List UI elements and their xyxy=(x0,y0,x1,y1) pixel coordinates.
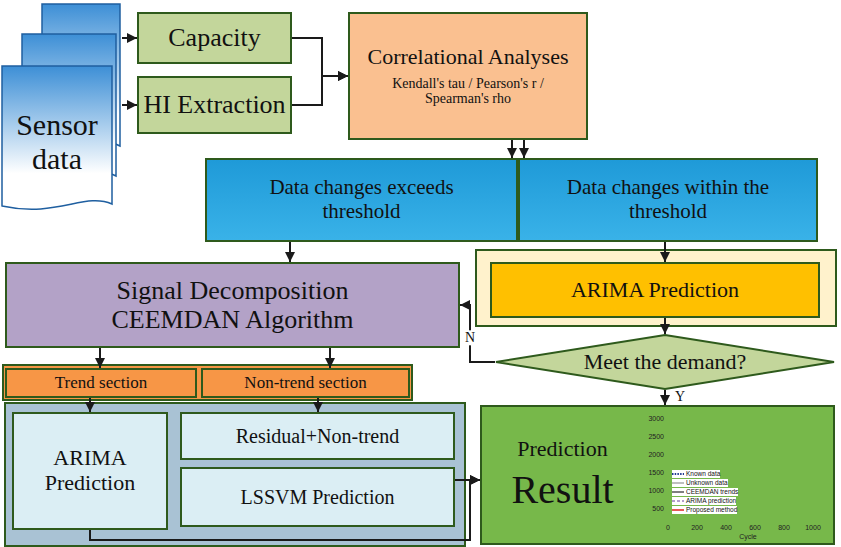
legend-sample xyxy=(672,479,684,487)
legend-text: Proposed method xyxy=(686,506,737,514)
node-text: Capacity xyxy=(168,23,260,52)
flow-arrow xyxy=(317,398,319,412)
legend-item: Unknown data xyxy=(672,479,728,487)
section-band xyxy=(3,365,412,400)
process-box: LSSVM Prediction xyxy=(180,467,455,527)
axis-tick: 2500 xyxy=(648,433,664,440)
section-box: Trend section xyxy=(5,368,197,398)
flow-arrow xyxy=(89,398,91,412)
process-box: Signal Decomposition CEEMDAN Algorithm xyxy=(5,262,460,348)
flow-arrow xyxy=(122,104,137,106)
node-subtext: Kendall's tau / Pearson's r / Spearman's… xyxy=(368,76,568,107)
axis-title: Cycle xyxy=(739,533,757,540)
axis-tick: 200 xyxy=(691,524,703,531)
process-box: ARIMA Prediction xyxy=(12,412,168,530)
sensor-data-documents: Sensor data xyxy=(0,2,122,214)
flow-arrow xyxy=(523,140,525,158)
legend-text: ARIMA prediction xyxy=(686,497,736,505)
node-text: Correlational Analyses xyxy=(367,45,568,70)
process-box: ARIMA Prediction xyxy=(490,262,820,318)
node-text: Prediction xyxy=(517,437,607,462)
flow-arrow xyxy=(664,390,666,405)
node-text: LSSVM Prediction xyxy=(241,486,395,508)
flow-arrow xyxy=(122,37,137,39)
node-text: ARIMA Prediction xyxy=(571,278,739,303)
axis-tick: 0 xyxy=(666,524,670,531)
process-box: HI Extraction xyxy=(137,76,292,134)
axis-tick: 1500 xyxy=(648,469,664,476)
legend-sample xyxy=(672,506,684,514)
axis-tick: 500 xyxy=(652,505,664,512)
analysis-box: Correlational AnalysesKendall's tau / Pe… xyxy=(348,12,588,140)
node-text: Meet the demand? xyxy=(584,350,747,375)
section-box: Non-trend section xyxy=(201,368,410,398)
legend-item: Proposed method xyxy=(672,506,737,514)
legend-item: ARIMA prediction xyxy=(672,497,736,505)
axis-tick: 800 xyxy=(778,524,790,531)
node-text: ARIMA Prediction xyxy=(35,446,145,495)
legend-item: CEEMDAN trends xyxy=(672,488,738,496)
edge-label: Y xyxy=(673,389,687,404)
flow-arrow xyxy=(664,242,666,262)
legend-sample xyxy=(672,470,684,478)
axis-tick: 1000 xyxy=(805,524,821,531)
arima-panel xyxy=(476,250,836,326)
flow-arrow xyxy=(289,242,291,262)
axis-tick: 3000 xyxy=(648,415,664,422)
edge-label: N xyxy=(463,330,477,345)
prediction-panel xyxy=(5,403,465,546)
node-text: Data changes exceeds threshold xyxy=(247,176,477,223)
process-box: Capacity xyxy=(137,12,292,64)
legend-item: Known data xyxy=(672,470,720,478)
node-text: Signal Decomposition CEEMDAN Algorithm xyxy=(93,276,373,334)
node-text: Non-trend section xyxy=(244,373,366,392)
node-text: Sensor data xyxy=(4,108,110,175)
legend-sample xyxy=(672,497,684,505)
legend-text: CEEMDAN trends xyxy=(686,488,738,496)
process-box: Residual+Non-trend xyxy=(180,412,455,460)
threshold-band: Data changes exceeds threshold xyxy=(205,158,518,242)
node-text: HI Extraction xyxy=(143,90,285,119)
legend-text: Known data xyxy=(686,470,720,478)
flow-arrow xyxy=(292,38,348,76)
node-text: Data changes within the threshold xyxy=(548,176,788,223)
axis-tick: 600 xyxy=(749,524,761,531)
axis-tick: 2000 xyxy=(648,451,664,458)
legend-sample xyxy=(672,488,684,496)
node-text: Residual+Non-trend xyxy=(236,425,399,447)
legend-text: Unknown data xyxy=(686,479,728,487)
node-subtext: Result xyxy=(511,468,613,513)
flow-arrow xyxy=(664,318,666,334)
document-stack xyxy=(0,2,122,214)
threshold-band: Data changes within the threshold xyxy=(518,158,818,242)
flow-arrow xyxy=(292,76,348,105)
flow-arrow xyxy=(99,348,101,368)
node-text: Trend section xyxy=(55,373,147,392)
axis-tick: 400 xyxy=(720,524,732,531)
flow-arrow xyxy=(329,348,331,368)
flow-arrow xyxy=(511,140,513,158)
axis-tick: 1000 xyxy=(648,487,664,494)
decision-diamond: Meet the demand? xyxy=(495,334,835,390)
